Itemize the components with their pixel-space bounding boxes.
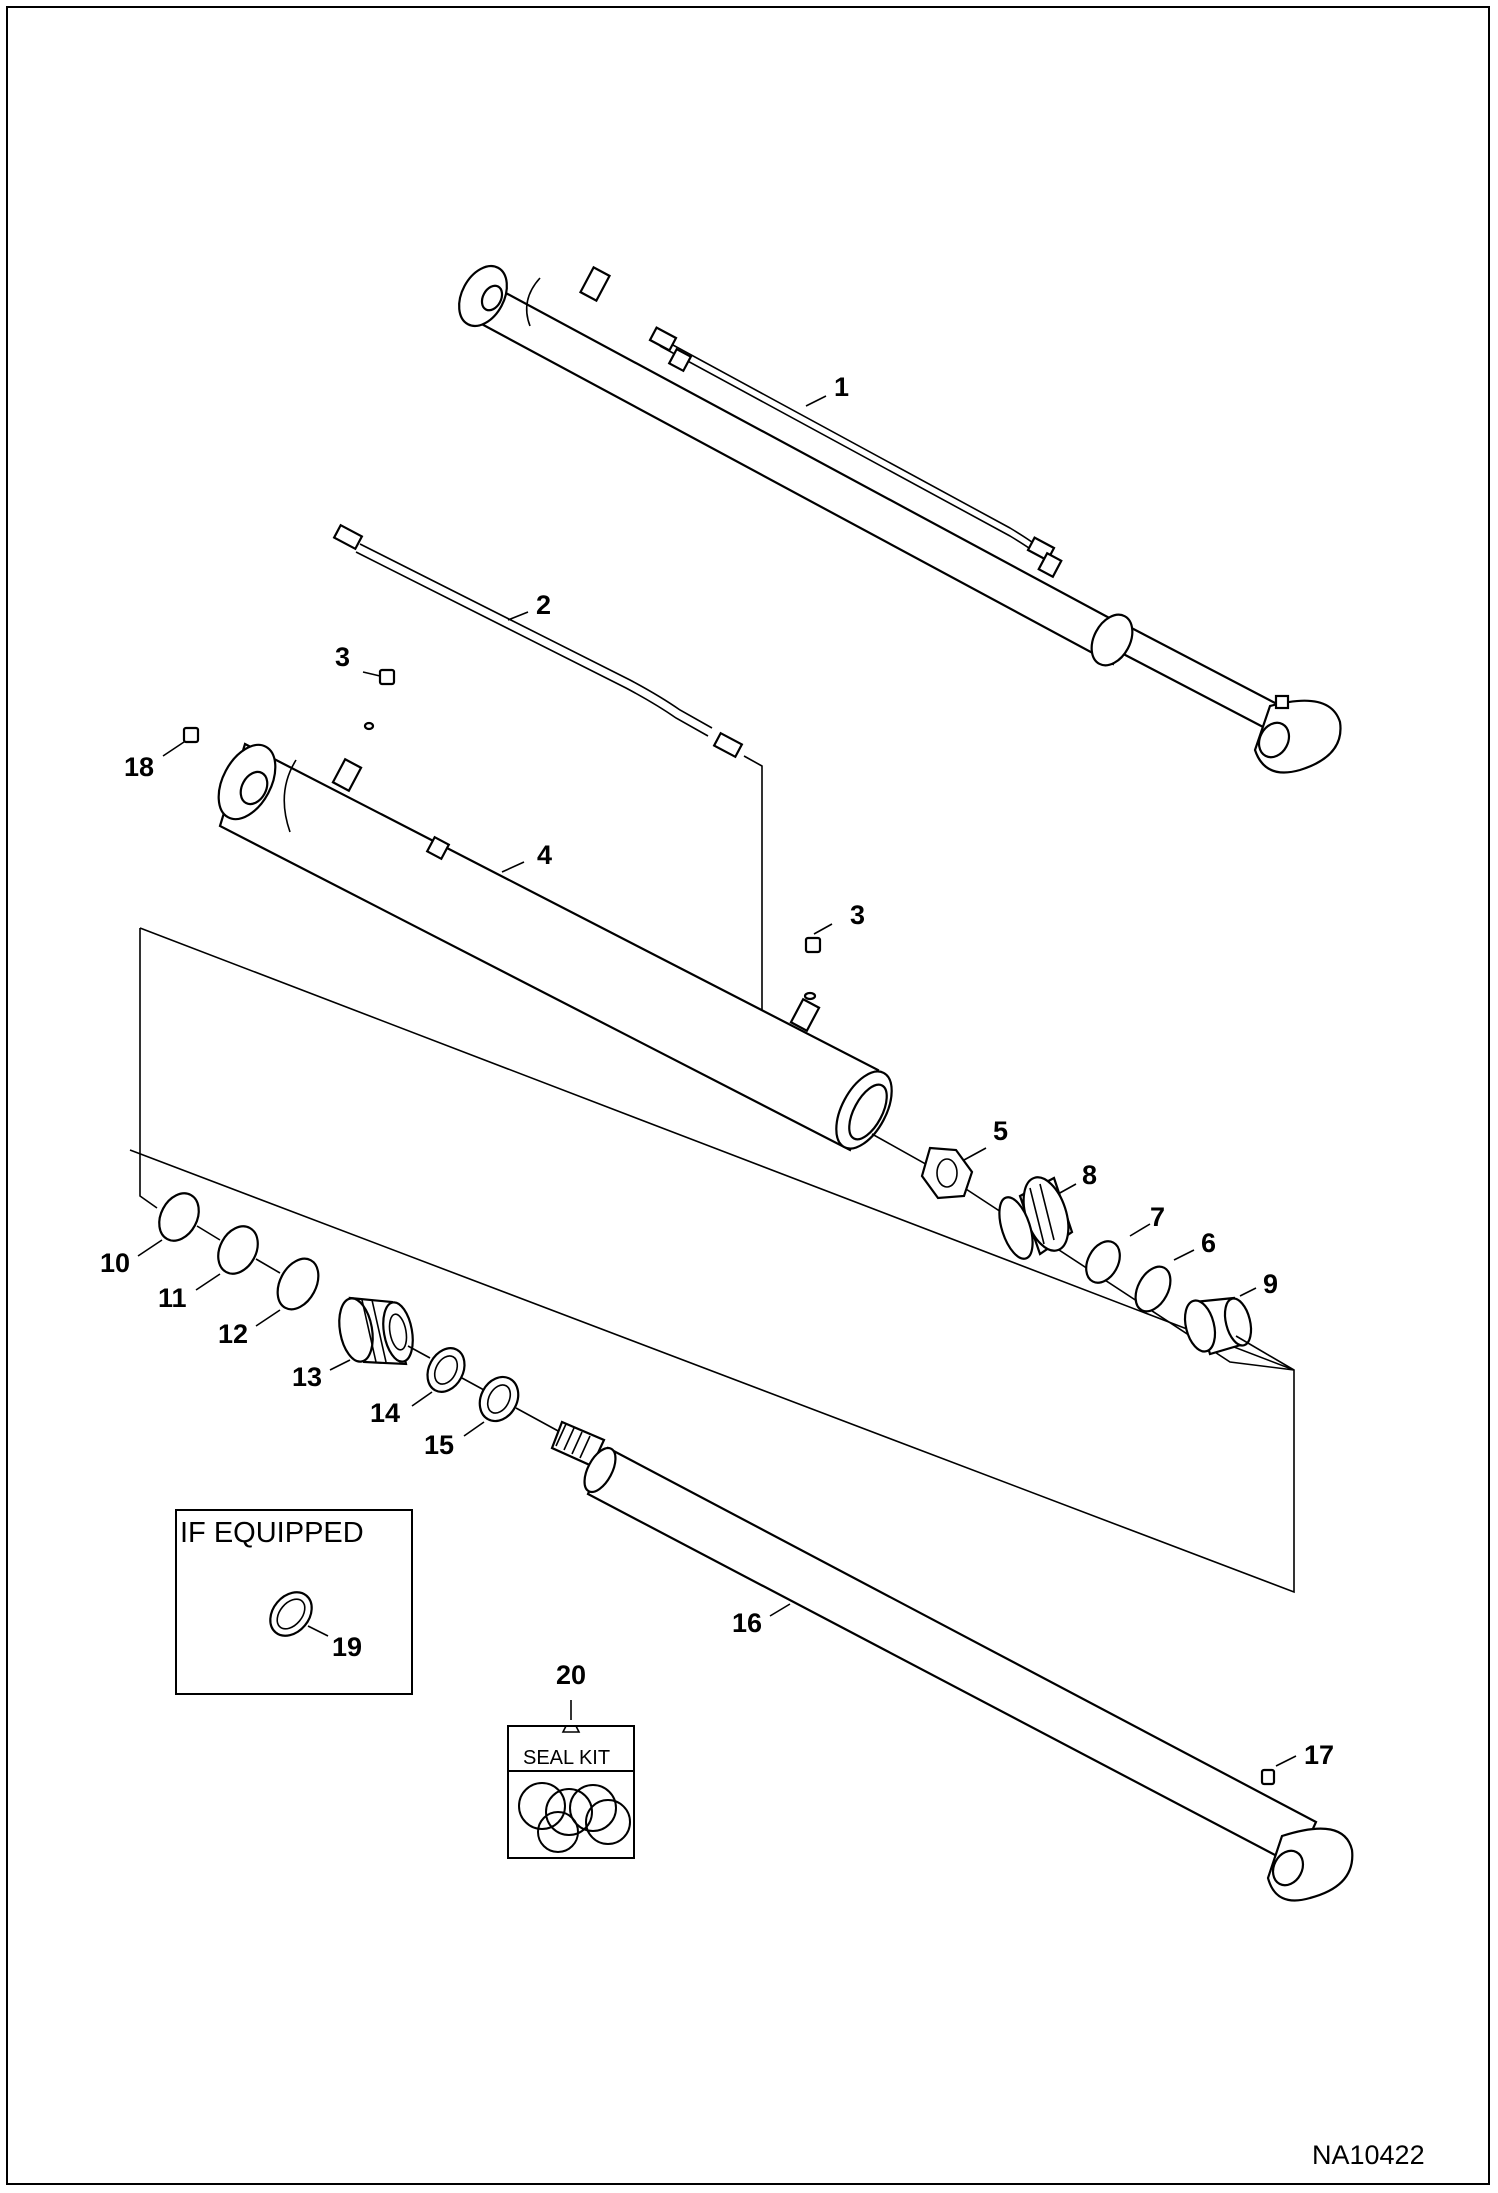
inset-title: IF EQUIPPED xyxy=(180,1517,364,1549)
callout-18: 18 xyxy=(124,752,154,782)
callout-19: 19 xyxy=(332,1632,362,1662)
fitting-lower xyxy=(803,936,822,1001)
ring-7 xyxy=(1085,1240,1121,1284)
rod-guide-head xyxy=(338,1296,414,1366)
if-equipped-inset: IF EQUIPPED xyxy=(175,1509,413,1695)
piston-rod xyxy=(550,1420,1354,1902)
piston xyxy=(998,1176,1074,1260)
bushing xyxy=(1183,1296,1295,1371)
assembled-cylinder xyxy=(458,264,1342,774)
assembly-guide-diag xyxy=(129,927,1295,1594)
callout-3b: 3 xyxy=(850,900,865,930)
assembly-guide-left xyxy=(139,928,158,1209)
ring-12 xyxy=(276,1257,320,1311)
leader-lines xyxy=(137,395,1297,1767)
callout-14: 14 xyxy=(370,1398,400,1428)
callout-2: 2 xyxy=(536,590,551,620)
fitting-upper xyxy=(363,668,396,731)
callout-16: 16 xyxy=(732,1608,762,1638)
callout-5: 5 xyxy=(993,1116,1008,1146)
callout-3a: 3 xyxy=(335,642,350,672)
callout-11: 11 xyxy=(158,1283,187,1313)
cylinder-barrel xyxy=(217,742,893,1152)
callout-15: 15 xyxy=(424,1430,454,1460)
callout-9: 9 xyxy=(1263,1269,1278,1299)
grease-fitting-barrel xyxy=(182,726,200,744)
callout-7: 7 xyxy=(1150,1202,1165,1232)
page-border xyxy=(6,6,1490,2185)
callout-8: 8 xyxy=(1082,1160,1097,1190)
callout-1: 1 xyxy=(834,372,849,402)
callout-10: 10 xyxy=(100,1248,130,1278)
piston-nut xyxy=(920,1146,974,1200)
callout-4: 4 xyxy=(537,840,552,870)
callout-12: 12 xyxy=(218,1319,248,1349)
callout-13: 13 xyxy=(292,1362,322,1392)
ring-10 xyxy=(158,1192,200,1242)
ring-6 xyxy=(1134,1265,1172,1313)
seal-kit-label: SEAL KIT xyxy=(523,1747,610,1769)
seal-15 xyxy=(478,1375,520,1423)
callout-17: 17 xyxy=(1304,1740,1334,1770)
seal-kit-bag: SEAL KIT xyxy=(507,1700,635,1859)
grease-fitting-rod xyxy=(1260,1768,1276,1786)
hydraulic-tube xyxy=(332,523,763,1016)
assembly-guide-right xyxy=(871,1133,1295,1371)
callout-20: 20 xyxy=(556,1660,586,1690)
ring-11 xyxy=(217,1225,259,1275)
drawing-code: NA10422 xyxy=(1312,2140,1425,2170)
callout-6: 6 xyxy=(1201,1228,1216,1258)
seal-14 xyxy=(426,1347,466,1393)
